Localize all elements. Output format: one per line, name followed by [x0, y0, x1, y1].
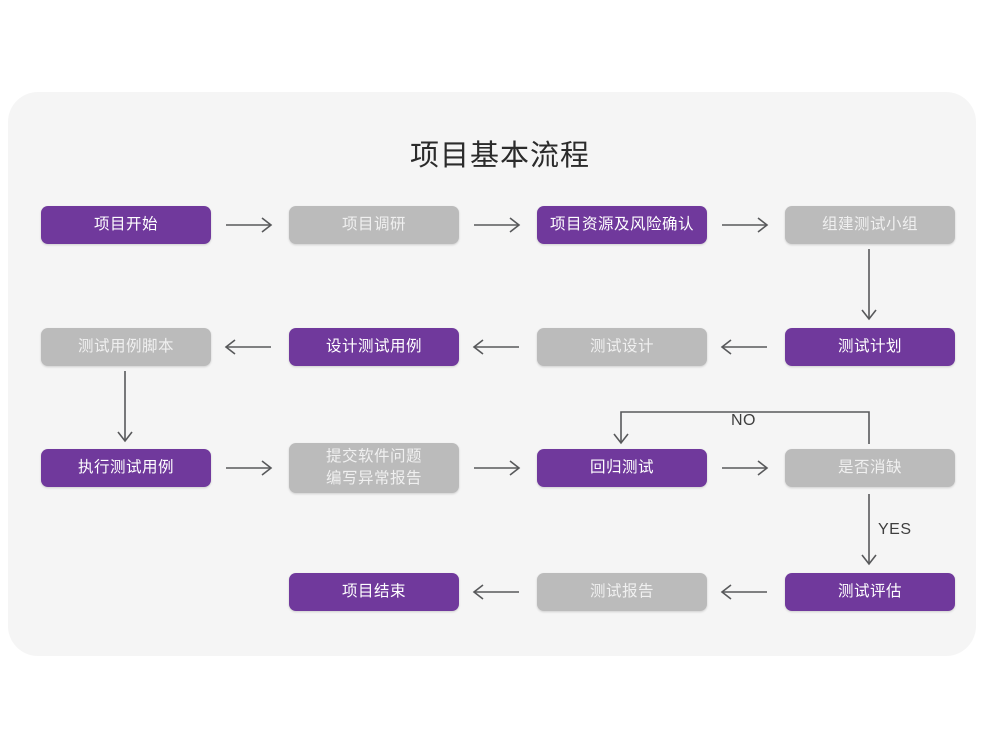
edge-label-yes: YES [878, 521, 912, 538]
node-project-start[interactable]: 项目开始 [41, 206, 211, 244]
node-defect-resolved[interactable]: 是否消缺 [785, 449, 955, 487]
node-execute-test-case[interactable]: 执行测试用例 [41, 449, 211, 487]
node-test-report[interactable]: 测试报告 [537, 573, 707, 611]
node-test-evaluation[interactable]: 测试评估 [785, 573, 955, 611]
node-form-test-team[interactable]: 组建测试小组 [785, 206, 955, 244]
node-design-test-case[interactable]: 设计测试用例 [289, 328, 459, 366]
node-submit-issue-report[interactable]: 提交软件问题 编写异常报告 [289, 443, 459, 493]
node-regression-test[interactable]: 回归测试 [537, 449, 707, 487]
node-test-design[interactable]: 测试设计 [537, 328, 707, 366]
edge-label-no: NO [731, 412, 756, 429]
node-project-end[interactable]: 项目结束 [289, 573, 459, 611]
page-title: 项目基本流程 [409, 140, 590, 172]
node-resource-risk-confirm[interactable]: 项目资源及风险确认 [537, 206, 707, 244]
node-project-research[interactable]: 项目调研 [289, 206, 459, 244]
diagram-panel [8, 92, 976, 656]
node-test-plan[interactable]: 测试计划 [785, 328, 955, 366]
node-test-case-script[interactable]: 测试用例脚本 [41, 328, 211, 366]
